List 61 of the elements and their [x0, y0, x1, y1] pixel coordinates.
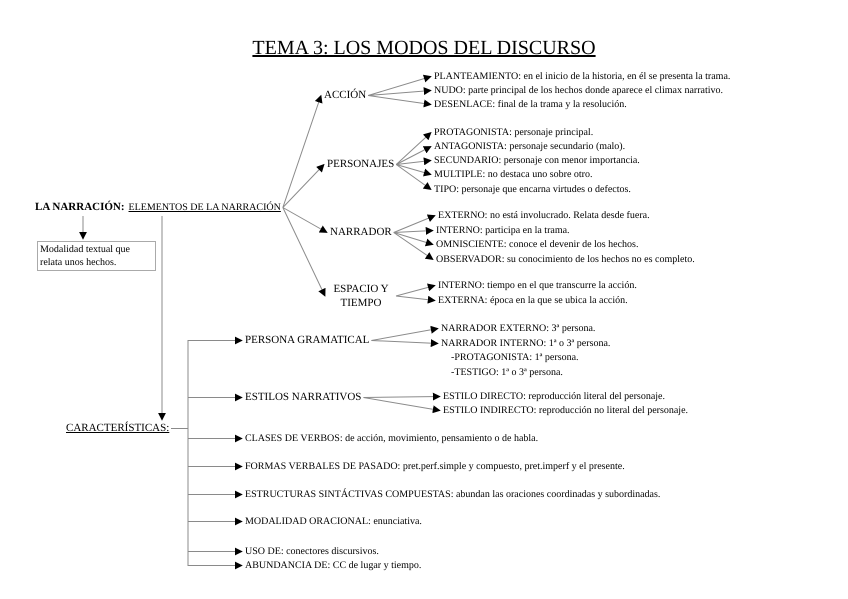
arrow: [393, 214, 436, 233]
leaf-text: FORMAS VERBALES DE PASADO: pret.perf.simple y compuesto, pret.imperf y el presente.: [245, 460, 625, 473]
arrow: [370, 339, 439, 348]
arrow: [282, 207, 328, 233]
leaf-text: EXTERNA: época en la que se ubica la acción.: [438, 294, 628, 307]
arrow: [79, 216, 87, 240]
branch-label: ESTILOS NARRATIVOS: [245, 391, 362, 404]
leaf-text: TIPO: personaje que encarna virtudes o defectos.: [434, 183, 631, 196]
section-label: CARACTERÍSTICAS:: [66, 422, 170, 435]
branch-label: ESPACIO Y TIEMPO: [328, 282, 394, 310]
topic-subtitle: ELEMENTOS DE LA NARRACIÓN: [128, 200, 281, 215]
leaf-text: NARRADOR EXTERNO: 3ª persona.: [441, 322, 596, 335]
branch-label: PERSONA GRAMATICAL: [245, 334, 370, 347]
leaf-text: USO DE: conectores discursivos.: [245, 545, 379, 558]
leaf-text: INTERNO: tiempo en el que transcurre la acción.: [438, 279, 637, 292]
arrow: [368, 87, 432, 96]
arrow: [396, 132, 432, 165]
arrow: [282, 94, 322, 208]
arrow: [362, 397, 441, 414]
leaf-text: ESTILO DIRECTO: reproducción literal del personaje.: [443, 390, 665, 403]
arrow: [158, 216, 166, 421]
arrow: [396, 296, 436, 304]
leaf-text: PROTAGONISTA: personaje principal.: [434, 126, 594, 139]
topic-heading: LA NARRACIÓN:: [35, 200, 125, 215]
arrow: [368, 95, 432, 108]
branch-label: ACCIÓN: [324, 89, 366, 102]
leaf-text: OBSERVADOR: su conocimiento de los hechos no es completo.: [436, 253, 695, 266]
arrow: [396, 164, 432, 176]
leaf-text: PLANTEAMIENTO: en el inicio de la historia, en él se presenta la trama.: [434, 70, 730, 83]
arrow: [396, 164, 432, 190]
arrow: [393, 226, 434, 235]
arrow: [368, 74, 432, 96]
sub-item-text: -PROTAGONISTA: 1ª persona.: [451, 351, 579, 364]
leaf-text: CLASES DE VERBOS: de acción, movimiento, pensamiento o de habla.: [245, 432, 538, 445]
leaf-text: DESENLACE: final de la trama y la resolución.: [434, 98, 627, 111]
leaf-text: INTERNO: participa en la trama.: [436, 224, 570, 237]
definition-box: Modalidad textual que relata unos hechos.: [37, 241, 156, 271]
leaf-text: ESTRUCTURAS SINTÁCTIVAS COMPUESTAS: abundan las oraciones coordinadas y subordinadas.: [245, 488, 660, 501]
leaf-text: MODALIDAD ORACIONAL: enunciativa.: [245, 515, 422, 528]
leaf-text: OMNISCIENTE: conoce el devenir de los hechos.: [436, 238, 638, 251]
arrow: [393, 232, 434, 246]
leaf-text: MULTIPLE: no destaca uno sobre otro.: [434, 168, 592, 181]
diagram-title: TEMA 3: LOS MODOS DEL DISCURSO: [251, 36, 597, 60]
sub-item-text: -TESTIGO: 1ª o 3ª persona.: [451, 366, 563, 379]
arrow: [396, 157, 432, 166]
leaf-text: ESTILO INDIRECTO: reproducción no literal del personaje.: [443, 404, 688, 417]
arrow: [362, 392, 441, 401]
arrow: [396, 146, 432, 165]
arrow: [370, 326, 439, 341]
leaf-text: SECUNDARIO: personaje con menor importancia.: [434, 154, 640, 167]
branch-label: NARRADOR: [330, 226, 392, 239]
arrow: [282, 207, 326, 297]
leaf-text: ANTAGONISTA: personaje secundario (malo).: [434, 140, 626, 153]
arrow: [396, 284, 436, 296]
arrow: [282, 164, 325, 208]
arrow: [393, 232, 434, 260]
leaf-text: NUDO: parte principal de los hechos donde aparece el climax narrativo.: [434, 84, 724, 97]
leaf-text: ABUNDANCIA DE: CC de lugar y tiempo.: [245, 559, 422, 572]
branch-label: PERSONAJES: [327, 158, 394, 171]
leaf-text: NARRADOR INTERNO: 1ª o 3ª persona.: [441, 337, 610, 350]
leaf-text: EXTERNO: no está involucrado. Relata desde fuera.: [438, 209, 650, 222]
